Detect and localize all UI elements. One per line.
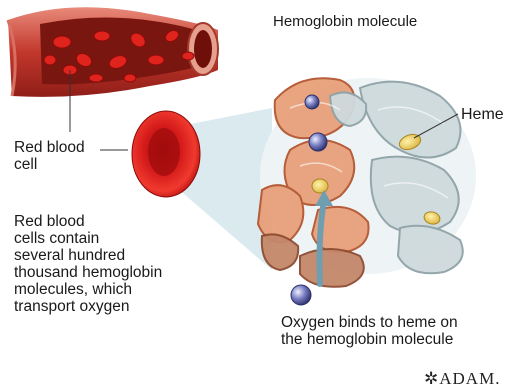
description-line: Red blood [14, 213, 162, 230]
hemoglobin-molecule-title: Hemoglobin molecule [273, 13, 417, 30]
hemoglobin-molecule [258, 78, 476, 287]
red-blood-cell-label-line: Red blood [14, 139, 85, 156]
oxygen-caption-line: Oxygen binds to heme on [281, 314, 458, 331]
description-line: thousand hemoglobin [14, 264, 162, 281]
free-oxygen-molecule [291, 285, 311, 305]
red-blood-cell-description: Red blood cells contain several hundred … [14, 213, 162, 315]
oxygen-binding-caption: Oxygen binds to heme on the hemoglobin m… [281, 314, 458, 348]
adam-logo: ✲ADAM. [424, 369, 500, 389]
red-blood-cell-label: Red blood cell [14, 139, 85, 173]
blood-vessel-illustration [8, 7, 218, 97]
adam-logo-text: ADAM. [439, 369, 500, 388]
description-line: cells contain [14, 230, 162, 247]
heme-label: Heme [461, 106, 504, 123]
adam-logo-mark-icon: ✲ [424, 369, 439, 388]
description-line: several hundred [14, 247, 162, 264]
oxygen-caption-line: the hemoglobin molecule [281, 331, 458, 348]
description-line: molecules, which [14, 281, 162, 298]
red-blood-cell-label-line: cell [14, 156, 85, 173]
description-line: transport oxygen [14, 298, 162, 315]
